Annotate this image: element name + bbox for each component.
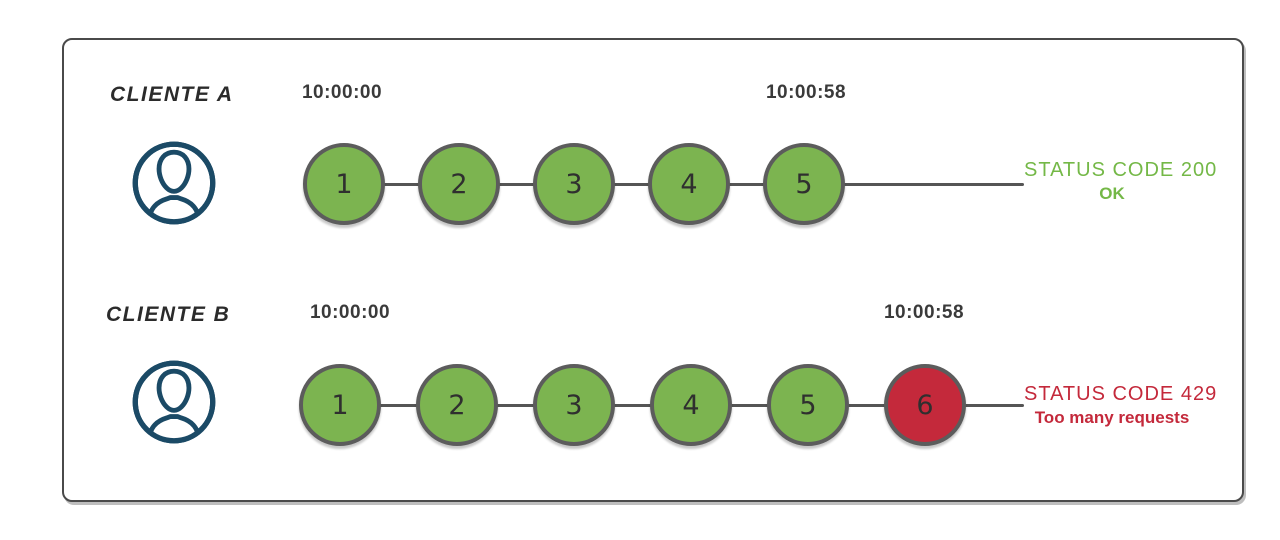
request-node: 3 (533, 364, 615, 446)
status-code-text: STATUS CODE 429 (1024, 383, 1218, 405)
client-a-label: CLIENTE A (110, 83, 234, 106)
request-number: 5 (795, 168, 813, 200)
request-node: 1 (303, 143, 385, 225)
status-detail-text: OK (1099, 184, 1125, 203)
status-detail-text: Too many requests (1034, 408, 1190, 427)
request-number: 4 (682, 389, 700, 421)
request-number: 3 (565, 168, 583, 200)
request-number: 2 (448, 389, 466, 421)
client-a-status: STATUS CODE 200 OK (1024, 158, 1218, 204)
client-a-start-time: 10:00:00 (301, 82, 383, 103)
request-number: 1 (331, 389, 349, 421)
status-code-text: STATUS CODE 200 (1024, 159, 1218, 181)
request-node: 1 (299, 364, 381, 446)
client-b-end-time: 10:00:58 (883, 302, 965, 323)
client-a-end-time: 10:00:58 (765, 82, 847, 103)
client-b-label: CLIENTE B (106, 303, 231, 326)
request-node: 5 (767, 364, 849, 446)
request-number: 4 (680, 168, 698, 200)
request-node: 4 (648, 143, 730, 225)
request-node: 5 (763, 143, 845, 225)
request-node: 2 (416, 364, 498, 446)
request-number: 5 (799, 389, 817, 421)
user-avatar-icon (130, 358, 218, 446)
client-b-status: STATUS CODE 429 Too many requests (1024, 382, 1218, 428)
request-number: 2 (450, 168, 468, 200)
request-node: 2 (418, 143, 500, 225)
request-number: 6 (916, 389, 934, 421)
request-node: 3 (533, 143, 615, 225)
user-avatar-icon (130, 139, 218, 227)
client-b-start-time: 10:00:00 (309, 302, 391, 323)
diagram-frame: CLIENTE A 10:00:00 10:00:58 1 2 3 4 (62, 38, 1244, 502)
request-number: 1 (335, 168, 353, 200)
request-node-blocked: 6 (884, 364, 966, 446)
request-number: 3 (565, 389, 583, 421)
request-node: 4 (650, 364, 732, 446)
